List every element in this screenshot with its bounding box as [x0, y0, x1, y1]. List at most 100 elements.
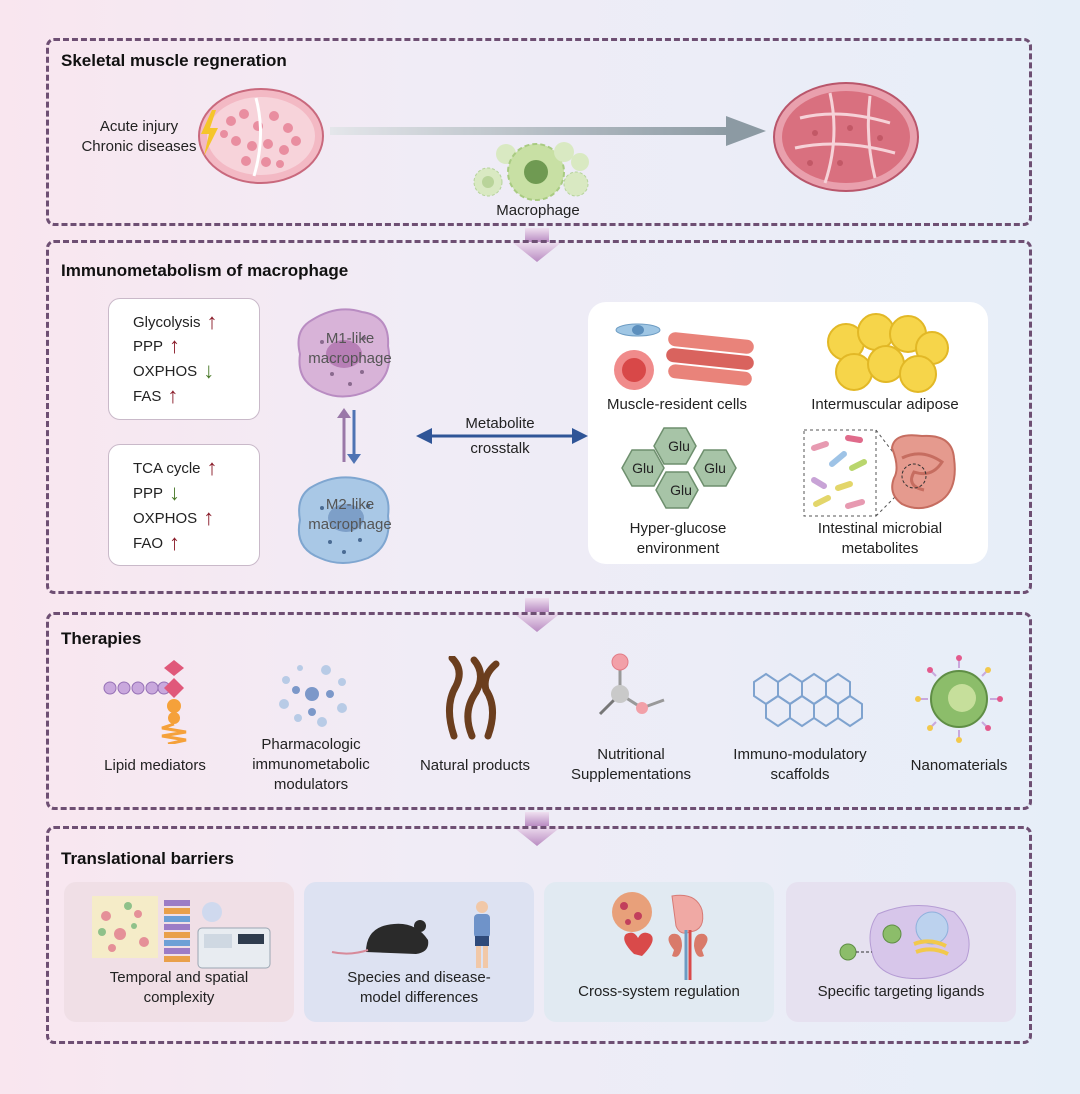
muscle-resident-label: Muscle-resident cells [606, 396, 748, 413]
glu-label-bottom: Glu [670, 482, 692, 498]
m1-label-2: macrophage [308, 350, 392, 367]
hyper-glucose-label-1: Hyper-glucose [629, 520, 727, 537]
label-line: Temporal and spatial [109, 969, 249, 986]
macrophage-label: Macrophage [496, 202, 580, 219]
spatial-omics-illustration [92, 896, 271, 969]
panel-title: Translational barriers [61, 849, 234, 868]
microbial-label-1: Intestinal microbial [817, 520, 943, 537]
row-label: OXPHOS [133, 509, 198, 527]
m2-label-1: M2-like [325, 496, 375, 513]
panel-immunometabolism: Immunometabolism of macrophage [46, 240, 1032, 594]
crosstalk-label-1: Metabolite [465, 415, 535, 432]
species-label: Species and disease- model differences [304, 968, 534, 1008]
m2-label-2: macrophage [308, 516, 392, 533]
m1-row-oxphos: OXPHOS ↓ [133, 358, 215, 383]
up-arrow-icon: ↑ [206, 309, 218, 334]
cell-targeting-illustration [839, 904, 970, 980]
healthy-muscle-illustration [773, 82, 919, 192]
scaffold-label-1: Immuno-modulatory [733, 746, 867, 763]
tile-species-differences: Species and disease- model differences [304, 882, 534, 1022]
label-line: Species and disease- [347, 969, 491, 986]
lipid-label: Lipid mediators [104, 757, 206, 774]
m2-metabolism-box: TCA cycle ↑ PPP ↓ OXPHOS ↑ FAO ↑ [108, 444, 260, 566]
intestinal-microbiota-illustration [803, 429, 956, 517]
tile-temporal-spatial: Temporal and spatial complexity [64, 882, 294, 1022]
glucose-hexagons [621, 427, 737, 509]
panel-translational-barriers: Translational barriers [46, 826, 1032, 1044]
down-arrow-2 [512, 598, 562, 632]
row-label: FAS [133, 387, 162, 405]
up-arrow-icon: ↑ [169, 333, 181, 358]
adipose-illustration [827, 313, 949, 393]
row-label: PPP [133, 337, 164, 355]
nutritional-label-1: Nutritional [597, 746, 665, 763]
microbial-label-2: metabolites [841, 540, 919, 557]
m1-macrophage-illustration [297, 308, 391, 398]
nanomaterial-label: Nanomaterials [910, 757, 1008, 774]
row-label: Glycolysis [133, 313, 201, 331]
organs-illustration [612, 892, 708, 980]
natural-products-icon [446, 656, 500, 740]
m1-row-glycolysis: Glycolysis ↑ [133, 309, 218, 334]
temporal-label: Temporal and spatial complexity [64, 968, 294, 1008]
m2-row-fao: FAO ↑ [133, 530, 181, 555]
crosstalk-label-2: crosstalk [470, 440, 530, 457]
nutritional-label-2: Supplementations [570, 766, 692, 783]
pharmacologic-icon [279, 665, 347, 727]
ligands-label: Specific targeting ligands [817, 983, 985, 1000]
up-arrow-icon: ↑ [203, 505, 215, 530]
m2-macrophage-illustration [298, 476, 390, 564]
row-label: OXPHOS [133, 362, 198, 380]
macrophage-cluster-illustration [473, 142, 589, 201]
nutritional-molecule-icon [598, 653, 665, 716]
row-label: FAO [133, 534, 164, 552]
lipid-mediator-icon [103, 660, 187, 744]
panel-skeletal-muscle-regeneration: Skeletal muscle regneration [46, 38, 1032, 226]
up-arrow-icon: ↑ [167, 383, 179, 408]
up-arrow-icon: ↑ [169, 530, 181, 555]
nanomaterial-icon [915, 655, 1003, 743]
scaffold-label-2: scaffolds [770, 766, 830, 783]
tile-targeting-ligands: Specific targeting ligands [786, 882, 1016, 1022]
row-label: PPP [133, 484, 164, 502]
m1-label-1: M1-like [325, 330, 375, 347]
injury-label-1: Acute injury [99, 118, 179, 135]
glu-label-top: Glu [668, 438, 690, 454]
tile-cross-system: Cross-system regulation [544, 882, 774, 1022]
panel-title: Skeletal muscle regneration [61, 51, 287, 70]
progression-arrow [330, 116, 766, 146]
cross-system-label: Cross-system regulation [578, 983, 740, 1000]
m2-row-oxphos: OXPHOS ↑ [133, 505, 215, 530]
human-icon [474, 901, 490, 968]
down-arrow-icon: ↓ [169, 480, 181, 505]
up-arrow-icon: ↑ [206, 455, 218, 480]
crosstalk-double-arrow [416, 428, 588, 444]
m2-row-tca: TCA cycle ↑ [133, 455, 218, 480]
panel-title: Immunometabolism of macrophage [61, 261, 349, 280]
down-arrow-icon: ↓ [203, 358, 215, 383]
panel-title: Therapies [61, 629, 142, 648]
label-line: complexity [143, 989, 215, 1006]
lightning-icon [201, 110, 218, 156]
panel-therapies: Therapies [46, 612, 1032, 810]
glu-label-left: Glu [632, 460, 654, 476]
injury-label-2: Chronic diseases [81, 138, 197, 155]
label-line: model differences [359, 989, 479, 1006]
adipose-label: Intermuscular adipose [811, 396, 959, 413]
down-arrow-1 [512, 228, 562, 262]
down-arrow-3 [512, 812, 562, 846]
polarization-arrows [337, 408, 361, 464]
pharmacologic-label-2: immunometabolic [252, 756, 370, 773]
m1-row-ppp: PPP ↑ [133, 333, 181, 358]
pharmacologic-label-3: modulators [273, 776, 349, 793]
natural-products-label: Natural products [419, 757, 531, 774]
glu-label-right: Glu [704, 460, 726, 476]
pharmacologic-label-1: Pharmacologic [261, 736, 361, 753]
mouse-icon [331, 920, 429, 955]
m1-row-fas: FAS ↑ [133, 383, 179, 408]
muscle-resident-cells-illustration [614, 323, 754, 390]
scaffold-icon [753, 672, 863, 728]
hyper-glucose-label-2: environment [636, 540, 720, 557]
m2-row-ppp: PPP ↓ [133, 480, 181, 505]
injured-muscle-illustration [198, 88, 324, 184]
